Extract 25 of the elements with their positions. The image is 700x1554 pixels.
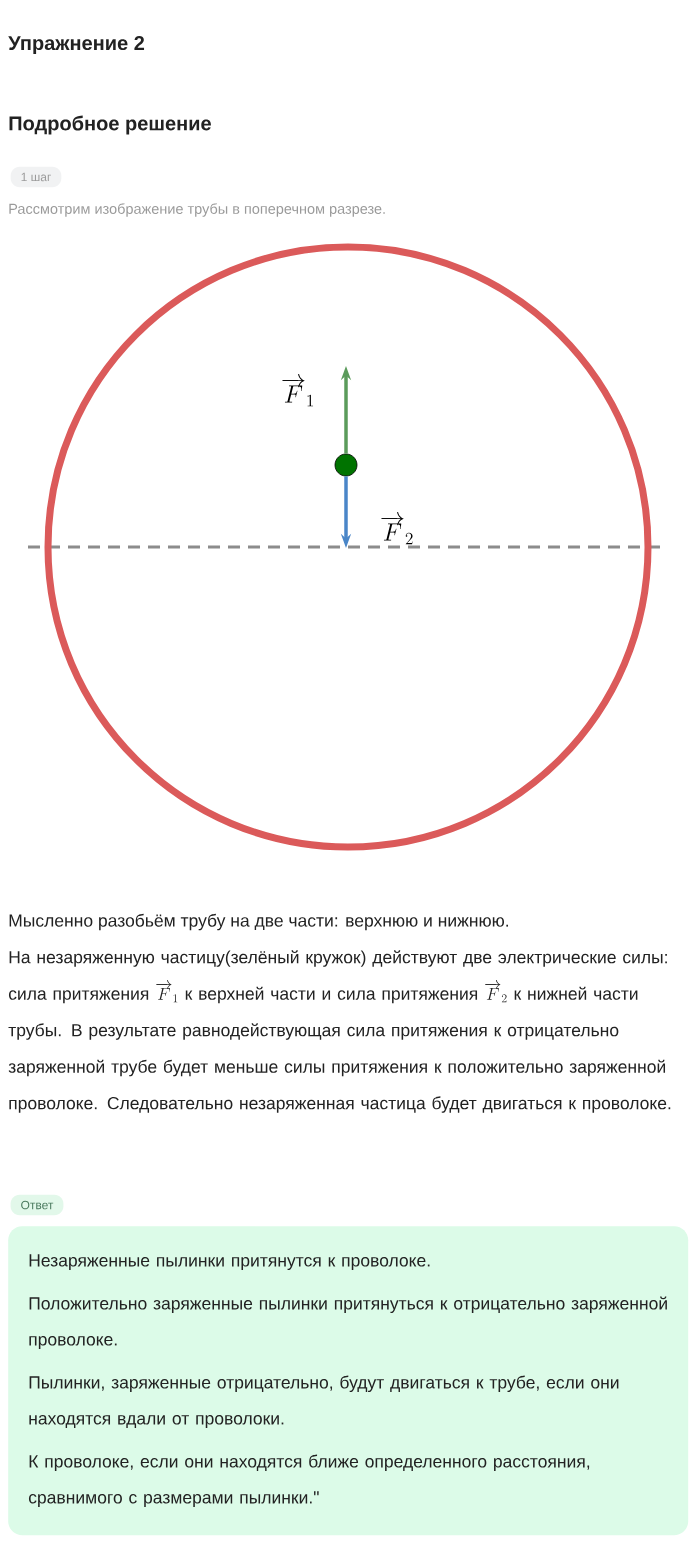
label: $\overrightarrow{F}_2$ — [485, 980, 507, 1003]
answer-text: Положительно заряженные пылинки притянуться к отрицательно заряженной проволоке. — [29, 1296, 667, 1350]
label: к верхней части и сила притяжения — [185, 986, 478, 1004]
section-heading: Подробное решение — [9, 115, 211, 135]
answer-text: К проволоке, если они находятся ближе определенного расстояния, сравнимого с размерами пылинки." — [28, 1454, 590, 1508]
label: трубы. В результате равнодействующая сила притяжения к отрицательно — [8, 1023, 619, 1040]
tube-cross-section — [44, 243, 652, 851]
force-label: $\overrightarrow{F}_1$ — [282, 374, 314, 407]
paragraph: На незаряженную частицу(зелёный кружок) действуют две электрические силы: сила притяжения $\overrightarrow{F}_1$ к верхней части и сила притяжения $\overrightarrow{F}_2$ к нижней части трубы. В результате равнодействующая сила притяжения к отрицательно заряженной трубе будет меньше силы притяжения к положительно заряженной проволоке. Следовательно незаряженная частица будет двигаться к проволоке. — [8, 950, 671, 1113]
answer-text: Пылинки, заряженные отрицательно, будут двигаться к трубе, если они находятся вдали от проволоки. — [29, 1375, 619, 1429]
label: $\overrightarrow{F}_1$ — [156, 980, 178, 1003]
label: проволоке. Следовательно незаряженная частица будет двигаться к проволоке. — [9, 1096, 671, 1113]
page-title: Упражнение 2 — [8, 35, 145, 55]
label: На незаряженную частицу(зелёный кружок) действуют две электрические силы: — [9, 950, 667, 967]
label: сила притяжения — [8, 990, 149, 1004]
step-badge: 1 шаг — [10, 166, 62, 188]
answer-badge: Ответ — [10, 1194, 64, 1216]
answer-box — [8, 1226, 689, 1536]
label: к нижней части — [514, 986, 638, 1000]
intro-text: Рассмотрим изображение трубы в поперечном разрезе. — [9, 203, 385, 217]
force-label: $\overrightarrow{F}_2$ — [381, 512, 413, 545]
answer-text: Незаряженные пылинки притянутся к проволоке. — [29, 1254, 430, 1271]
label: заряженной трубе будет меньше силы притяжения к положительно заряженной — [8, 1059, 666, 1077]
particle — [334, 453, 358, 477]
paragraph: Мысленно разобьём трубу на две части: верхнюю и нижнюю. — [9, 913, 508, 931]
